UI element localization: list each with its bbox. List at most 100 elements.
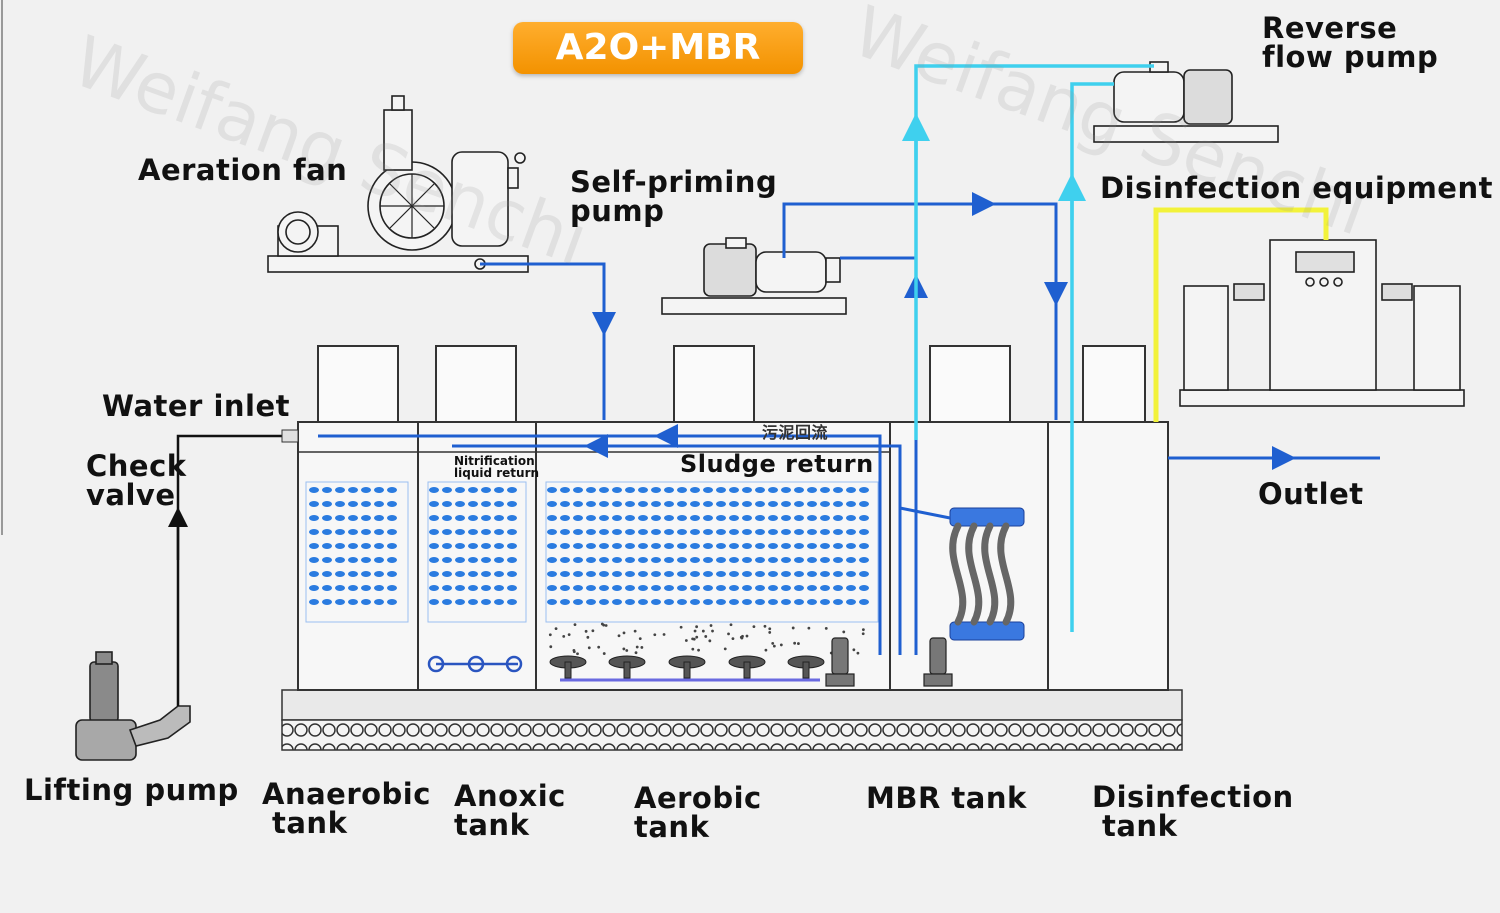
diffuser-bubble — [625, 515, 635, 521]
diffuser-bubble — [442, 529, 452, 535]
diffuser-bubble — [651, 585, 661, 591]
diffuser-bubble — [625, 599, 635, 605]
diffuser-bubble — [651, 543, 661, 549]
diffuser-bubble — [703, 571, 713, 577]
diffuser-bubble — [348, 515, 358, 521]
diffuser-bubble — [833, 585, 843, 591]
diffuser-bubble — [638, 557, 648, 563]
diffuser-bubble — [481, 543, 491, 549]
diffuser-bubble — [322, 557, 332, 563]
diffuser-bubble — [664, 487, 674, 493]
diffuser-bubble — [820, 515, 830, 521]
diffuser-bubble — [374, 515, 384, 521]
diffuser-bubble — [455, 501, 465, 507]
diffuser-bubble — [455, 515, 465, 521]
diffuser-bubble — [599, 543, 609, 549]
diffuser-bubble — [586, 501, 596, 507]
diffuser-bubble — [309, 571, 319, 577]
diffuser-bubble — [742, 501, 752, 507]
diffuser-bubble — [455, 585, 465, 591]
diffuser-bubble — [859, 543, 869, 549]
diffuser-bubble — [481, 501, 491, 507]
diffuser-bubble — [690, 501, 700, 507]
diffuser-bubble — [703, 557, 713, 563]
diffuser-bubble — [494, 487, 504, 493]
diffuser-bubble — [846, 599, 856, 605]
diffuser-bubble — [442, 571, 452, 577]
diffuser-bubble — [361, 599, 371, 605]
diffuser-bubble — [612, 515, 622, 521]
diffuser-bubble — [690, 529, 700, 535]
diffuser-bubble — [361, 515, 371, 521]
diffuser-bubble — [586, 543, 596, 549]
diffuser-bubble — [455, 543, 465, 549]
diffuser-bubble — [322, 515, 332, 521]
sludge-dot — [701, 629, 705, 633]
diffuser-bubble — [468, 501, 478, 507]
sludge-dot — [740, 636, 744, 640]
diffuser-bubble — [781, 501, 791, 507]
sludge-dot — [653, 633, 657, 637]
diffuser-bubble — [612, 543, 622, 549]
diffuser-bubble — [481, 571, 491, 577]
label-water-inlet: Water inlet — [102, 389, 291, 423]
diffuser-bubble — [820, 529, 830, 535]
diffuser-bubble — [309, 501, 319, 507]
diffuser-bubble — [348, 557, 358, 563]
diffuser-bubble — [586, 529, 596, 535]
diffuser-bubble — [387, 571, 397, 577]
page-title: A2O+MBR — [555, 27, 761, 68]
treatment-tank-body — [297, 421, 1169, 691]
diffuser-bubble — [547, 543, 557, 549]
diffuser-bubble — [703, 501, 713, 507]
label-anoxic-tank: Anoxic tank — [454, 779, 566, 842]
label-anaerobic-tank: Anaerobic tank — [262, 777, 431, 840]
diffuser-bubble — [348, 571, 358, 577]
diffuser-bubble — [322, 543, 332, 549]
diffuser-bubble — [859, 501, 869, 507]
sludge-dot — [640, 646, 644, 649]
sludge-dot — [695, 635, 699, 639]
diffuser-bubble — [309, 557, 319, 563]
diffuser-bubble — [507, 529, 517, 535]
diffuser-bubble — [807, 501, 817, 507]
diffuser-bubble — [322, 487, 332, 493]
diffuser-bubble — [335, 571, 345, 577]
diffuser-bubble — [507, 557, 517, 563]
diffuser-bubble — [755, 529, 765, 535]
diffuser-bubble — [781, 543, 791, 549]
diffuser-bubble — [560, 515, 570, 521]
diffuser-bubble — [755, 599, 765, 605]
diffuser-bubble — [468, 571, 478, 577]
diffuser-bubble — [638, 599, 648, 605]
diffuser-bubble — [781, 557, 791, 563]
diffuser-bubble — [547, 501, 557, 507]
sludge-dot — [763, 624, 767, 628]
diffuser-bubble — [625, 501, 635, 507]
diffuser-bubble — [507, 571, 517, 577]
diffuser-bubble — [560, 585, 570, 591]
diffuser-bubble — [560, 557, 570, 563]
diffuser-bubble — [361, 543, 371, 549]
diffuser-bubble — [638, 529, 648, 535]
diffuser-bubble — [507, 543, 517, 549]
diffuser-bubble — [690, 543, 700, 549]
sludge-dot — [617, 634, 621, 638]
diffuser-bubble — [599, 487, 609, 493]
diffuser-bubble — [625, 543, 635, 549]
diffuser-bubble — [703, 515, 713, 521]
label-lifting-pump: Lifting pump — [24, 773, 239, 807]
sludge-dot — [622, 631, 626, 635]
label-nitrification-return: Nitrification liquid return — [454, 454, 540, 480]
diffuser-bubble — [335, 529, 345, 535]
diffuser-bubble — [651, 557, 661, 563]
diffuser-bubble — [586, 571, 596, 577]
diffuser-bubble — [507, 599, 517, 605]
sludge-dot — [567, 633, 571, 637]
diffuser-bubble — [455, 557, 465, 563]
tank-covers — [317, 345, 1146, 423]
sludge-dot — [856, 651, 860, 655]
diffuser-bubble — [442, 501, 452, 507]
diffuser-bubble — [703, 529, 713, 535]
diffuser-bubble — [547, 599, 557, 605]
